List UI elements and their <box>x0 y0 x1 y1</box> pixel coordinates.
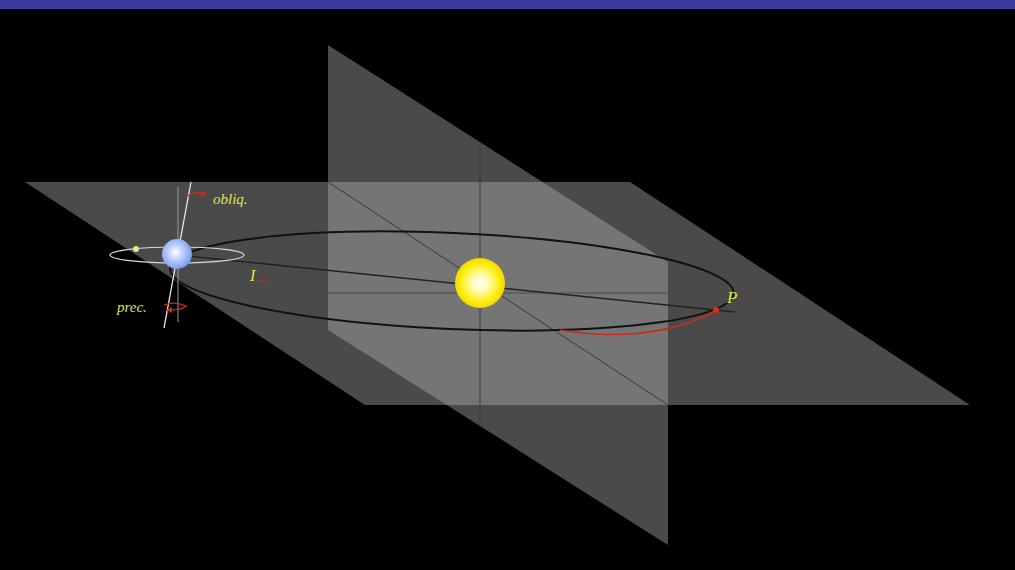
axis-label: P <box>727 289 737 306</box>
precession-arrow <box>164 303 186 310</box>
earth <box>162 239 192 269</box>
arrowhead <box>201 191 207 197</box>
perihelion-point <box>713 307 719 313</box>
arrowhead <box>166 307 172 313</box>
title-bar <box>0 0 1015 9</box>
orbit-ellipse <box>168 221 736 342</box>
apsides-line <box>177 255 735 312</box>
moon <box>133 246 139 252</box>
ecliptic-plane <box>25 182 970 405</box>
inclination-arc <box>258 280 266 282</box>
sun <box>455 258 505 308</box>
axis-label: I <box>250 268 255 284</box>
axis-label: prec. <box>117 300 147 315</box>
perihelion-arc <box>560 311 716 335</box>
axis-label: obliq. <box>213 192 248 207</box>
